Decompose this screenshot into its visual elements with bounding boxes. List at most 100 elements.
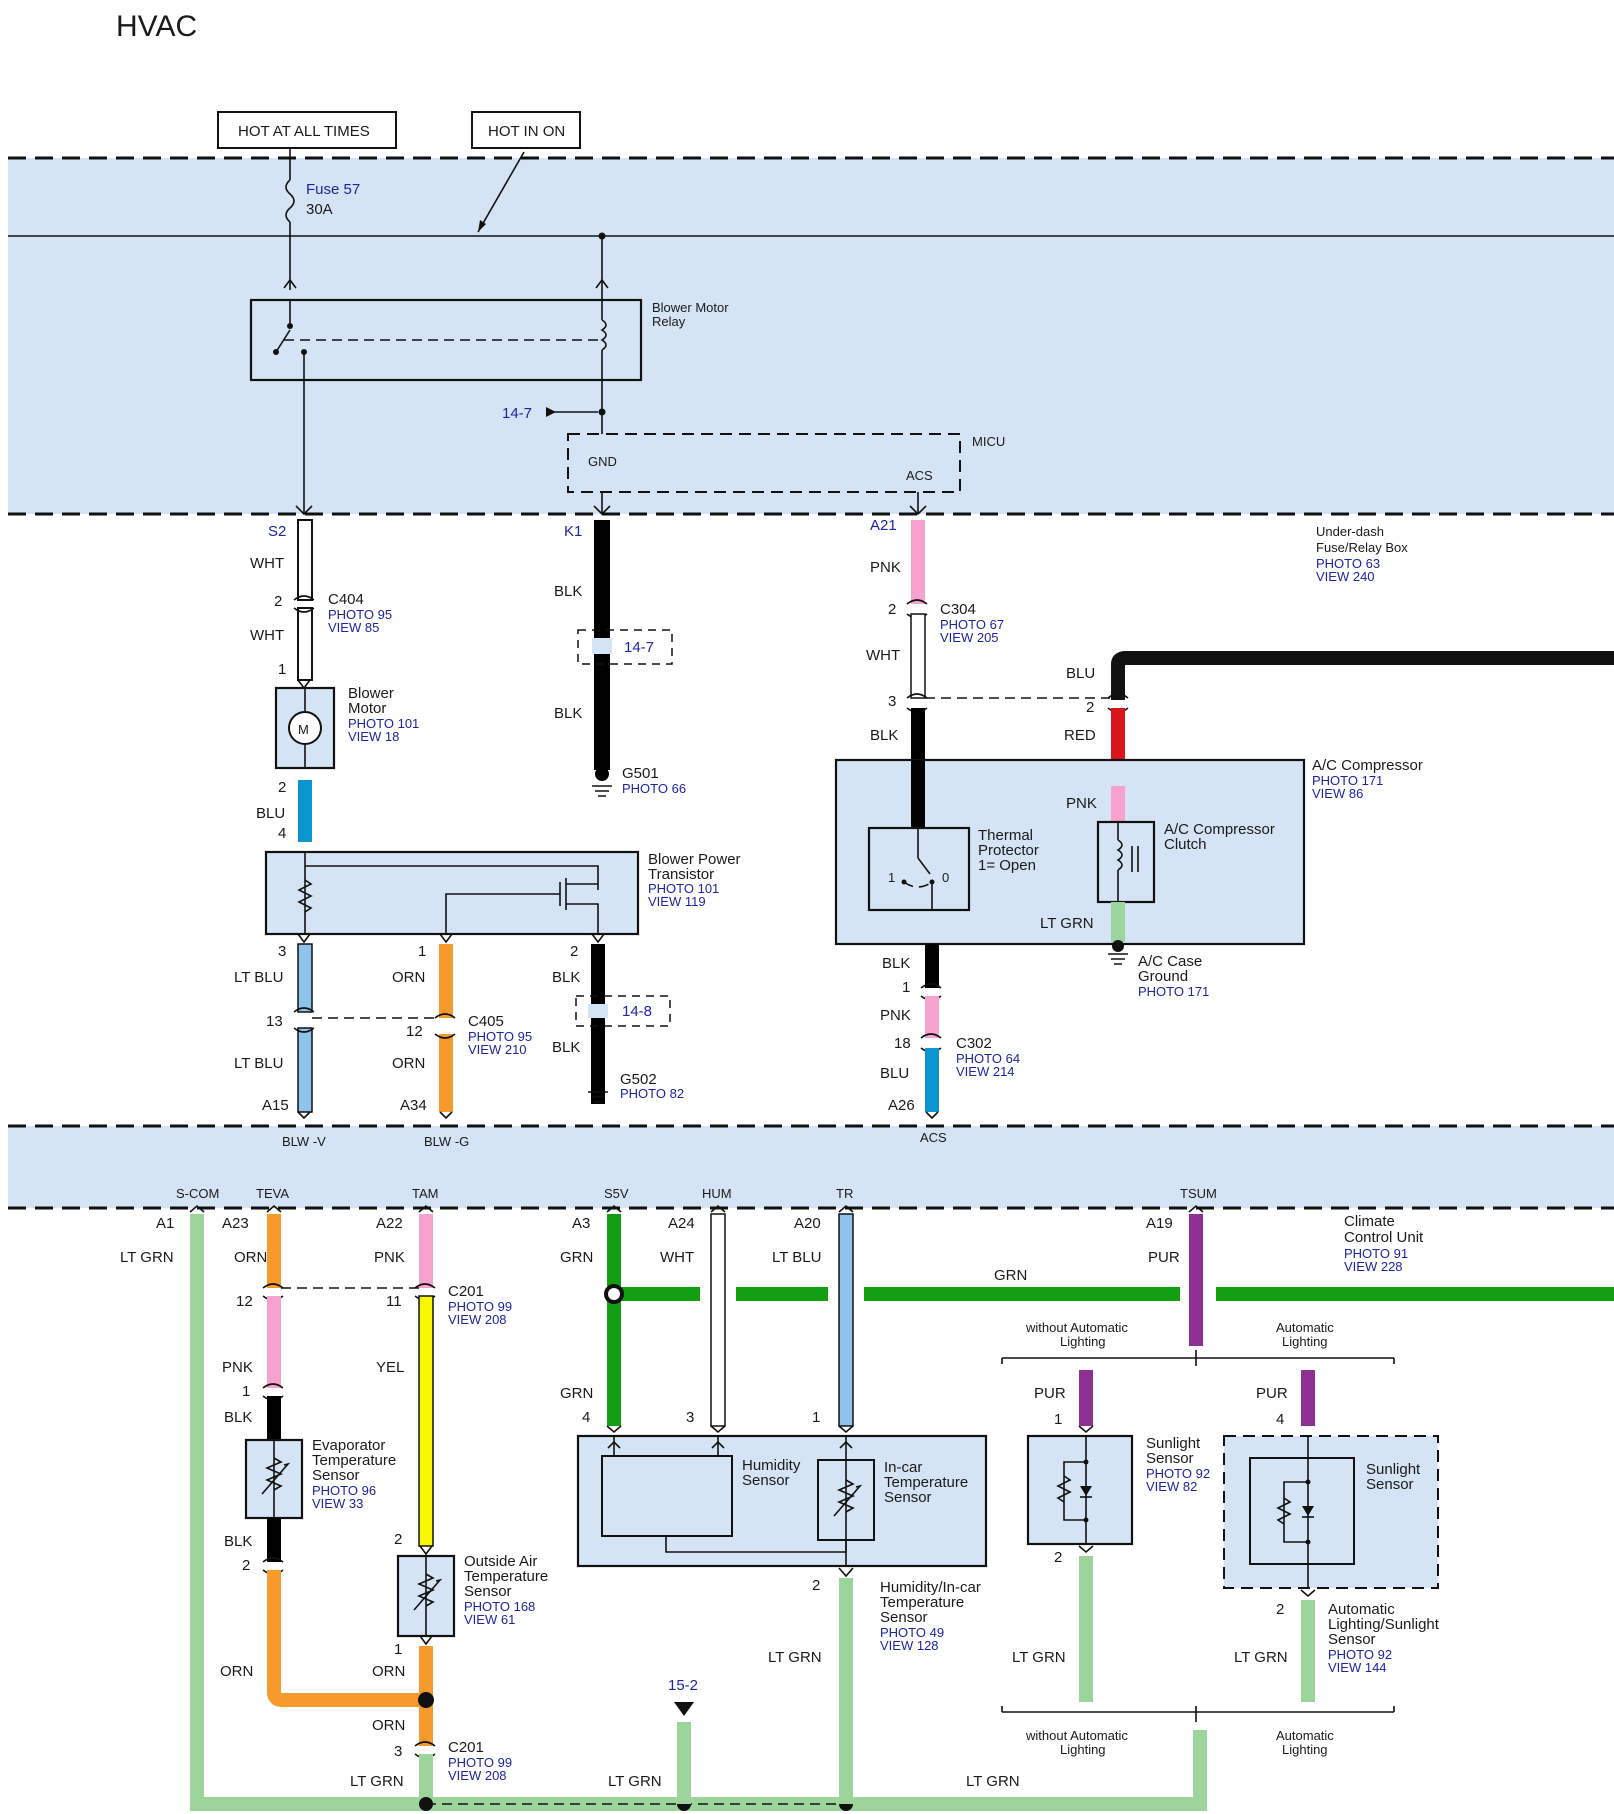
without-auto-bottom-2: Lighting [1060, 1742, 1106, 1757]
pin-a20: A20 [794, 1215, 821, 1232]
wire-label-yel: YEL [376, 1359, 404, 1376]
wire-lt-blu-1 [297, 943, 313, 1013]
hum-incar-view: VIEW 128 [880, 1638, 939, 1653]
c201-label-top: C201 [448, 1283, 484, 1300]
pin-bpt-1: 1 [418, 943, 426, 960]
pin-a19: A19 [1146, 1215, 1173, 1232]
pin-bpt-2: 2 [570, 943, 578, 960]
pin-c405-13: 13 [266, 1013, 283, 1030]
wire-label-pnk-4: PNK [222, 1359, 253, 1376]
wire-label-pur-2: PUR [1034, 1385, 1066, 1402]
wire-label-wht-4: WHT [660, 1249, 694, 1266]
wire-orn-2 [439, 1034, 453, 1112]
pin-a34: A34 [400, 1097, 427, 1114]
micu-acs: ACS [906, 468, 933, 483]
sunlight-sensor [1026, 1434, 1134, 1546]
wire-blu-right [1111, 651, 1614, 700]
g502-ground-icon [588, 1091, 608, 1103]
without-auto-bottom-1: without Automatic [1025, 1728, 1128, 1743]
wire-label-lt-blu-1: LT BLU [234, 969, 283, 986]
wire-label-grn-1: GRN [560, 1249, 593, 1266]
wire-orn-teva [267, 1214, 281, 1288]
underdash-view: VIEW 240 [1316, 569, 1375, 584]
wire-label-blk-2: BLK [554, 705, 582, 722]
wire-label-orn-4: ORN [220, 1663, 253, 1680]
wire-orn-1 [439, 944, 453, 1018]
g501-ground-icon [592, 785, 612, 797]
wire-blu [298, 780, 312, 842]
sunlight2-label-1: Sunlight [1366, 1461, 1421, 1478]
sunlight-view: VIEW 82 [1146, 1479, 1197, 1494]
without-auto-top-1: without Automatic [1025, 1320, 1128, 1335]
wire-label-grn-2: GRN [994, 1267, 1027, 1284]
bpt-resistor-icon [297, 879, 313, 913]
c405-view: VIEW 210 [468, 1042, 527, 1057]
pin-a22: A22 [376, 1215, 403, 1232]
g502-photo: PHOTO 82 [620, 1086, 684, 1101]
pin-oat-1: 1 [394, 1641, 402, 1658]
wire-label-wht-1: WHT [250, 555, 284, 572]
thermistor-icon-oat [413, 1573, 443, 1611]
wire-label-pnk-5: PNK [374, 1249, 405, 1266]
c302-view: VIEW 214 [956, 1064, 1015, 1079]
wire-label-pnk-2: PNK [1066, 795, 1097, 812]
incar-label-1: In-car [884, 1459, 922, 1476]
evap-label-1: Evaporator [312, 1437, 385, 1454]
blower-motor-relay [249, 298, 643, 382]
bpt-label-1: Blower Power [648, 851, 741, 868]
case-ground-icon [1108, 953, 1128, 965]
wire-label-blk-3: BLK [552, 969, 580, 986]
c405-photo: PHOTO 95 [468, 1029, 532, 1044]
wire-lt-grn-15-2 [677, 1722, 691, 1804]
oat-label-3: Sensor [464, 1583, 512, 1600]
wire-wht-hum [710, 1213, 726, 1427]
thermal-label-1: Thermal [978, 827, 1033, 844]
pin-blw-g: BLW -G [424, 1134, 469, 1149]
c404-view: VIEW 85 [328, 620, 379, 635]
pin-hum-4: 4 [582, 1409, 590, 1426]
wire-label-orn-6: ORN [372, 1717, 405, 1734]
c201-photo-top: PHOTO 99 [448, 1299, 512, 1314]
c405-label: C405 [468, 1013, 504, 1030]
auto-sun-label-2: Lighting/Sunlight [1328, 1616, 1440, 1633]
wire-label-blk-5: BLK [870, 727, 898, 744]
wire-label-lt-blu-3: LT BLU [772, 1249, 821, 1266]
humidity-sensor [601, 1455, 733, 1537]
case-ground-label-1: A/C Case [1138, 953, 1202, 970]
g501-photo: PHOTO 66 [622, 781, 686, 796]
hum-incar-photo: PHOTO 49 [880, 1625, 944, 1640]
fuse-57-icon [285, 179, 295, 223]
pin-s-com: S-COM [176, 1186, 219, 1201]
c302-photo: PHOTO 64 [956, 1051, 1020, 1066]
wire-label-pur-1: PUR [1148, 1249, 1180, 1266]
wire-lt-grn-c201 [419, 1754, 433, 1804]
wire-label-blk-4: BLK [552, 1039, 580, 1056]
auto-sun-photo: PHOTO 92 [1328, 1647, 1392, 1662]
wire-label-lt-grn-4: LT GRN [608, 1773, 662, 1790]
wire-label-blk-8: BLK [224, 1533, 252, 1550]
incar-label-2: Temperature [884, 1474, 968, 1491]
micu-label: MICU [972, 434, 1005, 449]
pin-c404-2: 2 [274, 593, 282, 610]
wire-label-pur-3: PUR [1256, 1385, 1288, 1402]
evap-view: VIEW 33 [312, 1496, 363, 1511]
wire-lt-blu-2 [297, 1027, 313, 1113]
oat-view: VIEW 61 [464, 1612, 515, 1627]
pin-c201-3: 3 [394, 1743, 402, 1760]
ccu-label-1: Climate [1344, 1213, 1395, 1230]
hum-incar-label-1: Humidity/In-car [880, 1579, 981, 1596]
wire-label-orn-3: ORN [234, 1249, 267, 1266]
relay-coil-icon [600, 319, 607, 351]
hum-incar-label-2: Temperature [880, 1594, 964, 1611]
wire-lt-grn-sun [1079, 1556, 1093, 1702]
wire-label-lt-grn-3: LT GRN [350, 1773, 404, 1790]
pin-c201-11: 11 [386, 1293, 402, 1310]
auto-light-top-2: Lighting [1282, 1334, 1328, 1349]
wire-grn-s5v [607, 1214, 621, 1426]
wire-lt-blu-tr [838, 1213, 854, 1427]
thermistor-icon-incar [833, 1479, 863, 1517]
incar-label-3: Sensor [884, 1489, 932, 1506]
auto-light-bottom-1: Automatic [1276, 1728, 1334, 1743]
pin-auto-sun-4: 4 [1276, 1411, 1284, 1428]
c201-photo-bottom: PHOTO 99 [448, 1755, 512, 1770]
